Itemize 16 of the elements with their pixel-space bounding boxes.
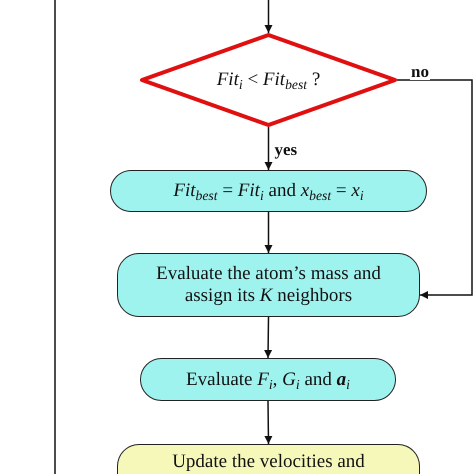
arrow: [264, 127, 272, 170]
arrow: [264, 401, 272, 444]
arrow: [264, 316, 272, 358]
arrow: [264, 0, 272, 33]
process-box: [110, 170, 427, 212]
node-text: Fit$_{i}$ < Fit$_{best}$ ?: [216, 69, 320, 91]
process-box: [117, 444, 420, 474]
node-text: Update the velocities and: [172, 451, 365, 473]
arrow: [264, 212, 272, 253]
decision-diamond: [140, 33, 397, 127]
node-text: Fit$_{best}$ = Fit$_{i}$ and x$_{best}$ = x$_{i}$: [173, 180, 364, 202]
node-text: Evaluate F$_{i}$, G$_{i}$ and a$_{i}$: [186, 368, 350, 390]
process-box: [140, 358, 396, 401]
process-box: [117, 253, 420, 317]
arrow: [397, 79, 473, 299]
node-text: Evaluate the atom’s mass and assign its K neighbors: [155, 263, 382, 307]
